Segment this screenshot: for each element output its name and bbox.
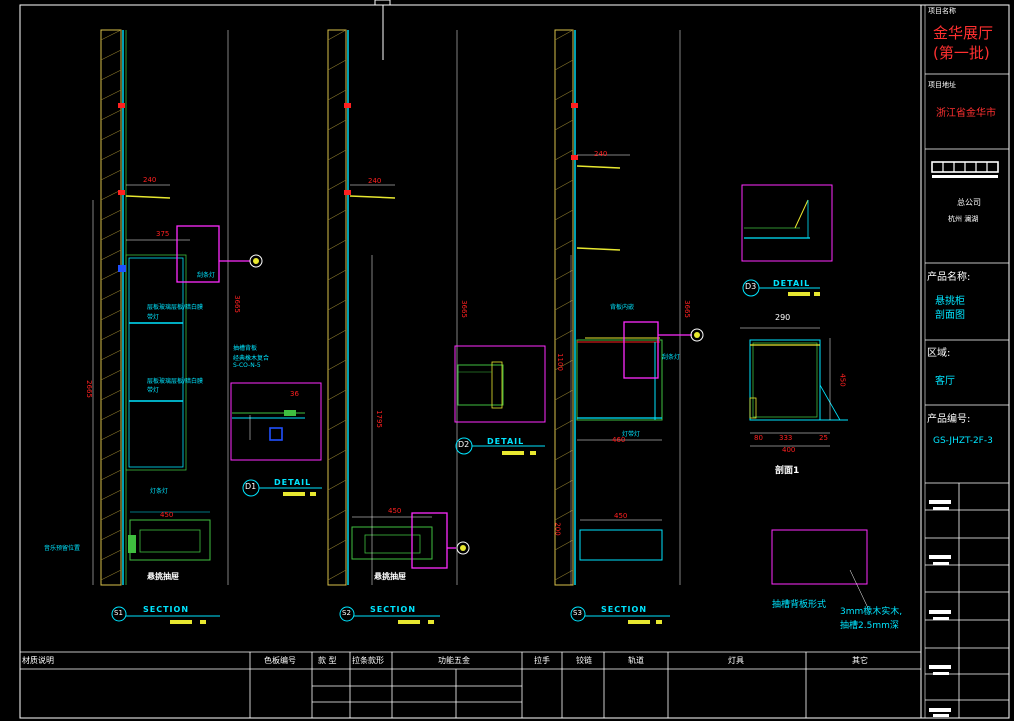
product-name-line1: 悬挑柜 [935, 296, 965, 307]
table-header-handle: 拉手 [534, 656, 550, 665]
company-name: 总公司 [957, 198, 981, 207]
dim-s2-240: 240 [368, 177, 382, 185]
detail-3-drawing [741, 184, 833, 262]
section-1-id: S1 [114, 609, 123, 617]
s1-callout-box [176, 225, 220, 283]
company-subtitle: 杭州 澜湖 [948, 215, 979, 223]
section-view-1-drawing [740, 327, 869, 609]
s3-back-note: 背板内嵌 [610, 304, 635, 311]
detail-1-drawing [230, 382, 322, 461]
dim-d1-36: 36 [290, 390, 299, 398]
detail-2-label: DETAIL [487, 437, 525, 446]
s1-bottom-led-note: 灯条灯 [150, 488, 169, 495]
product-name-label: 产品名称: [927, 272, 971, 283]
s1-glass-note-2: 层板玻璃层板/暗白膜 [147, 378, 204, 385]
dim-s2-1795: 1795 [374, 410, 383, 428]
s1-back-note-1: 抽槽背板 [233, 345, 258, 352]
dim-s2-3665: 3665 [459, 300, 468, 318]
dim-d3-450: 450 [838, 373, 847, 387]
top-marker [374, 0, 391, 6]
project-name-line1: 金华展厅 [933, 24, 994, 42]
dim-s3-240: 240 [594, 150, 608, 158]
table-header-hinge: 铰链 [576, 656, 592, 665]
product-code: GS-JHZT-2F-3 [933, 436, 993, 446]
product-name-line2: 剖面图 [935, 310, 965, 321]
table-header-rail: 轨道 [628, 656, 644, 665]
dim-d3-290: 290 [775, 313, 791, 322]
s1-glass-note-2b: 带灯 [147, 387, 160, 394]
dim-d3-25: 25 [819, 434, 828, 442]
s1-glass-note-1: 层板玻璃层板/暗白膜 [147, 304, 204, 311]
dim-d3-80: 80 [754, 434, 763, 442]
table-header-color-code: 色板编号 [264, 656, 296, 665]
detail-1-id: D1 [245, 482, 257, 491]
dim-s3-200: 200 [553, 522, 562, 536]
section-1-drawing [92, 29, 263, 586]
s1-led-note: 刮条灯 [197, 272, 216, 279]
s3-light-note: 灯带灯 [622, 431, 641, 438]
dim-s1-240: 240 [143, 176, 157, 184]
table-header-material: 材质说明 [22, 656, 54, 665]
section-tags [111, 279, 820, 622]
detail-3-label: DETAIL [773, 279, 811, 288]
dim-s3-1100: 1100 [555, 353, 564, 371]
section-3-drawing [554, 29, 704, 586]
dim-s1-450: 450 [160, 511, 174, 519]
detail-2-drawing [454, 345, 546, 423]
project-address-label: 项目地址 [928, 81, 956, 89]
project-name-label: 项目名称 [928, 7, 956, 15]
section-2-label: SECTION [370, 605, 417, 614]
groove-back-panel-box [771, 529, 868, 585]
area-label: 区域: [927, 348, 951, 359]
s1-back-note-2: 经典橡木复合 [233, 355, 270, 362]
s1-glass-note-1b: 带灯 [147, 314, 160, 321]
project-address: 浙江省金华市 [936, 108, 996, 119]
s3-callout-box [623, 321, 659, 379]
title-block-stamps [929, 500, 951, 717]
groove-note-1: 3mm橡木实木, [840, 607, 903, 617]
detail-3-id: D3 [745, 282, 757, 291]
section-2-drawing [327, 29, 470, 586]
section-3-id: S3 [573, 609, 582, 617]
s2-callout-box [411, 512, 448, 569]
table-header-model: 款 型 [318, 656, 337, 665]
detail-2-id: D2 [458, 440, 470, 449]
s1-drawer-label: 悬挑抽屉 [147, 572, 179, 581]
section-3-label: SECTION [601, 605, 648, 614]
dim-s3-3665: 3665 [682, 300, 691, 318]
dim-s2-450: 450 [388, 507, 402, 515]
dim-s1-2665: 2665 [84, 380, 93, 398]
dim-s1-375: 375 [156, 230, 170, 238]
dim-d3-333: 333 [779, 434, 793, 442]
table-header-other: 其它 [852, 656, 868, 665]
section-2-id: S2 [342, 609, 351, 617]
company-logo [931, 161, 999, 178]
groove-note-2: 抽槽2.5mm深 [840, 621, 899, 631]
sheet-border [19, 4, 1010, 719]
table-header-hardware: 功能五金 [438, 656, 470, 665]
section-1-label: SECTION [143, 605, 190, 614]
product-code-label: 产品编号: [927, 414, 971, 425]
table-header-strip-style: 拉条款形 [352, 656, 384, 665]
detail-1-label: DETAIL [274, 478, 312, 487]
bottom-table-grid [20, 651, 921, 718]
title-block-grid [925, 73, 1009, 718]
s2-drawer-label: 悬挑抽屉 [374, 572, 406, 581]
area-value: 客厅 [935, 376, 955, 387]
table-header-lighting: 灯具 [728, 656, 744, 665]
dim-s1-3665: 3665 [232, 295, 241, 313]
project-name-line2: (第一批) [933, 44, 990, 62]
dim-s3-450: 450 [614, 512, 628, 520]
s3-led-note: 刮条灯 [662, 354, 681, 361]
dim-d3-400: 400 [782, 446, 796, 454]
dim-s3-460: 460 [612, 436, 626, 444]
groove-title: 抽槽背板形式 [772, 600, 827, 610]
s1-speaker-note: 音乐预留位置 [44, 545, 81, 552]
s1-back-note-3: S-CO-N-5 [233, 362, 261, 369]
section-view-label: 剖面1 [775, 466, 800, 476]
